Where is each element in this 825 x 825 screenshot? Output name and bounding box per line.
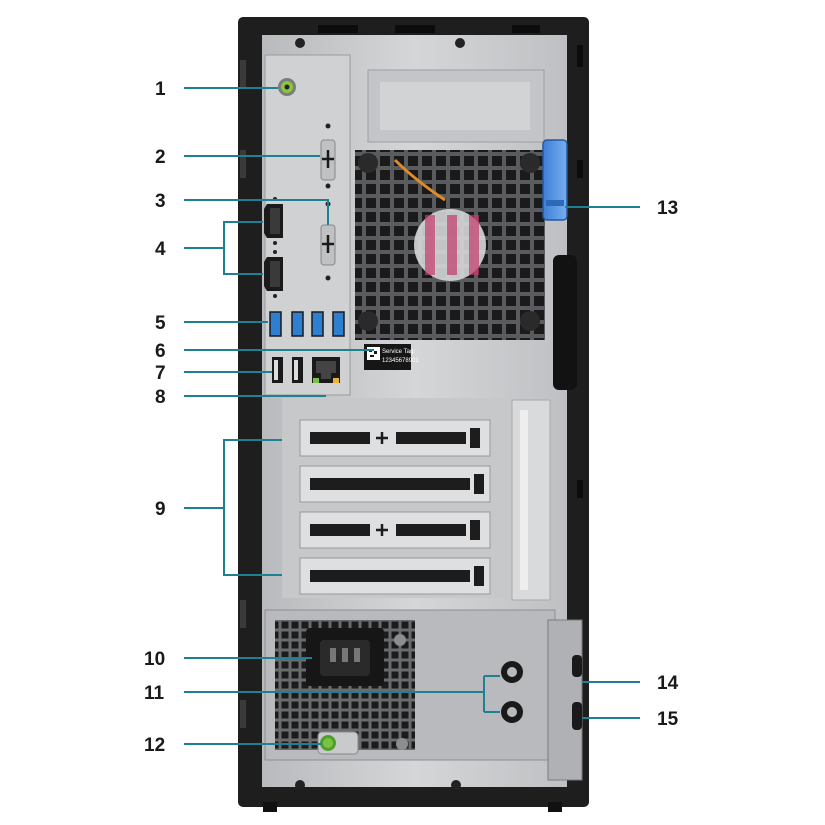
io-panel: Service Tag: 12345678901 (264, 54, 419, 396)
security-slots (547, 619, 583, 781)
callout-12: 12 (144, 735, 165, 756)
callout-7: 7 (155, 363, 166, 384)
expansion-slot-1 (299, 419, 491, 457)
rear-fan (355, 69, 545, 340)
serial-port-knockout-2 (320, 201, 336, 281)
callout-6: 6 (155, 341, 166, 362)
power-supply (264, 609, 556, 761)
callout-10: 10 (144, 649, 165, 670)
callout-4: 4 (155, 239, 166, 260)
callout-9: 9 (155, 499, 166, 520)
callout-numbers: 1 2 3 4 5 6 7 8 9 10 11 12 13 14 15 (144, 79, 679, 756)
callout-1: 1 (155, 79, 166, 100)
expansion-slot-3 (299, 511, 491, 549)
callout-11: 11 (144, 683, 165, 704)
audio-line-out-port (278, 78, 296, 96)
displayport-connectors (264, 197, 283, 298)
service-tag-label: Service Tag: 12345678901 (364, 344, 419, 370)
padlock-ring (501, 661, 523, 723)
callout-8: 8 (155, 387, 166, 408)
usb-3-ports (269, 311, 345, 337)
expansion-slot-2 (299, 465, 491, 503)
expansion-card-slots (282, 398, 551, 601)
callout-5: 5 (155, 313, 166, 334)
callout-13: 13 (657, 198, 678, 219)
callout-2: 2 (155, 147, 166, 168)
power-cable-port (306, 628, 406, 686)
callout-lines (184, 87, 640, 745)
release-latch[interactable] (542, 139, 577, 390)
power-supply-diagnostic-button[interactable] (317, 731, 408, 755)
service-tag-caption: Service Tag: (382, 349, 415, 355)
callout-15: 15 (657, 709, 679, 730)
callout-14: 14 (657, 673, 679, 694)
usb-2-ports (272, 357, 303, 383)
network-port (312, 357, 340, 383)
expansion-slot-4 (299, 557, 491, 595)
serial-port-knockout-1 (320, 123, 336, 189)
service-tag-number: 12345678901 (382, 358, 419, 364)
callout-3: 3 (155, 191, 166, 212)
